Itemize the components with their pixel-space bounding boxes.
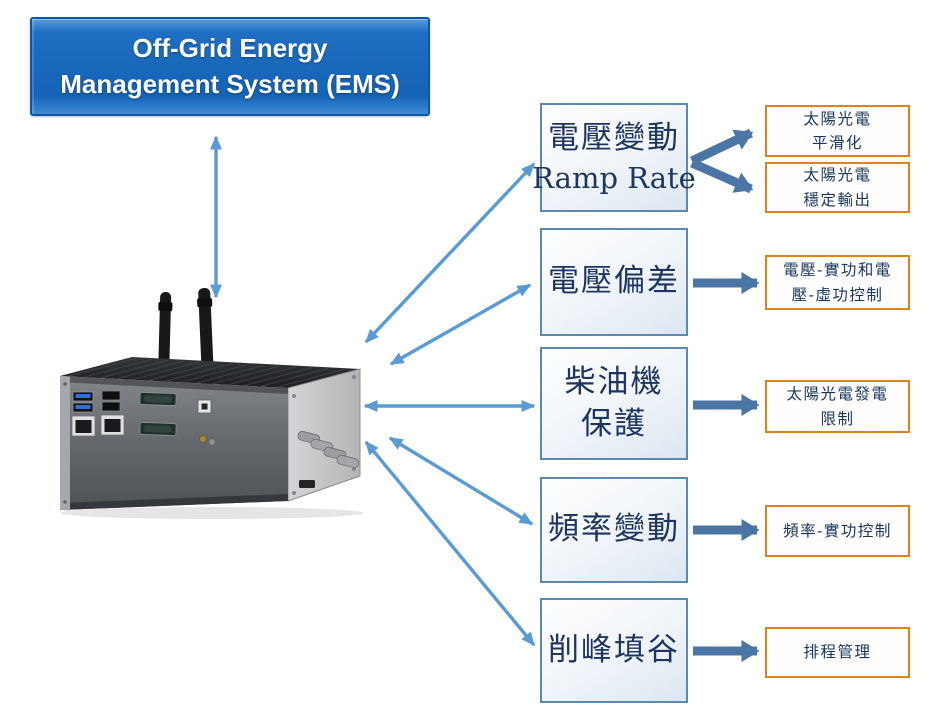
ems-title-box: Off-Grid Energy Management System (EMS) xyxy=(30,17,430,116)
device-shadow xyxy=(60,507,364,519)
output-label-line: 穩定輸出 xyxy=(803,190,872,209)
side-screws xyxy=(292,375,356,495)
heatsink-fins xyxy=(67,357,345,388)
ems-title-line1: Off-Grid Energy xyxy=(132,33,328,64)
output-label-line: 壓-虛功控制 xyxy=(791,285,884,304)
output-label-line: 太陽光電 xyxy=(803,166,872,185)
usb2-ports-icon xyxy=(101,390,121,412)
output-label-line: 電壓-實功和電 xyxy=(783,261,892,280)
output-box-frequency-power-control: 頻率-實功控制 xyxy=(765,505,910,557)
side-slot xyxy=(299,480,315,488)
arrow-device-to-voltage-deviation xyxy=(389,283,532,366)
function-label-zh: 保護 xyxy=(581,405,647,442)
output-box-voltage-power-control: 電壓-實功和電 壓-虛功控制 xyxy=(765,255,910,310)
output-box-pv-stable-output: 太陽光電 穩定輸出 xyxy=(765,162,910,213)
function-label-en: Ramp Rate xyxy=(532,160,696,195)
output-label-line: 排程管理 xyxy=(803,643,872,662)
antenna-sma-connectors-icon xyxy=(199,435,215,445)
arrow-device-to-peak-shaving xyxy=(364,440,536,647)
function-label-zh: 頻率變動 xyxy=(548,511,680,548)
output-box-schedule-management: 排程管理 xyxy=(765,627,910,678)
arrow-ramp-rate-to-pv-smoothing xyxy=(690,128,754,166)
arrow-device-to-ramp-rate xyxy=(364,162,536,344)
output-box-pv-generation-limit: 太陽光電發電 限制 xyxy=(765,380,910,433)
function-label-zh: 電壓偏差 xyxy=(548,263,680,300)
power-button-icon xyxy=(197,399,212,414)
arrow-device-to-frequency-variation xyxy=(388,436,534,526)
function-box-diesel-protection: 柴油機 保護 xyxy=(540,347,688,460)
serial-ports-icon xyxy=(139,392,177,436)
arrow-ramp-rate-to-pv-stable-output xyxy=(690,158,754,194)
front-top-shadow xyxy=(60,376,288,394)
usb3-ports-icon xyxy=(72,391,94,413)
bracket-screw xyxy=(63,382,67,386)
output-label-line: 頻率-實功控制 xyxy=(783,521,892,540)
side-circular-connectors-icon xyxy=(297,430,360,469)
mounting-bracket xyxy=(60,376,70,511)
function-box-voltage-deviation: 電壓偏差 xyxy=(540,228,688,336)
ethernet-ports-icon xyxy=(71,414,125,437)
front-bottom-strip xyxy=(60,494,288,510)
function-box-frequency-variation: 頻率變動 xyxy=(540,477,688,583)
function-label-zh: 柴油機 xyxy=(564,363,664,400)
bracket-screw xyxy=(63,500,67,504)
output-label-line: 太陽光電 xyxy=(803,109,872,128)
function-box-peak-shaving: 削峰填谷 xyxy=(540,598,688,703)
function-label-zh: 電壓變動 xyxy=(548,119,680,156)
function-label-zh: 削峰填谷 xyxy=(548,631,680,668)
function-box-voltage-ramp-rate: 電壓變動 Ramp Rate xyxy=(532,103,696,212)
ems-title-line2: Management System (EMS) xyxy=(60,68,400,99)
output-box-pv-smoothing: 太陽光電 平滑化 xyxy=(765,105,910,157)
output-label-line: 限制 xyxy=(820,409,855,428)
output-label-line: 平滑化 xyxy=(811,134,863,152)
output-label-line: 太陽光電發電 xyxy=(786,385,889,404)
ems-gateway-device-image xyxy=(60,288,364,519)
